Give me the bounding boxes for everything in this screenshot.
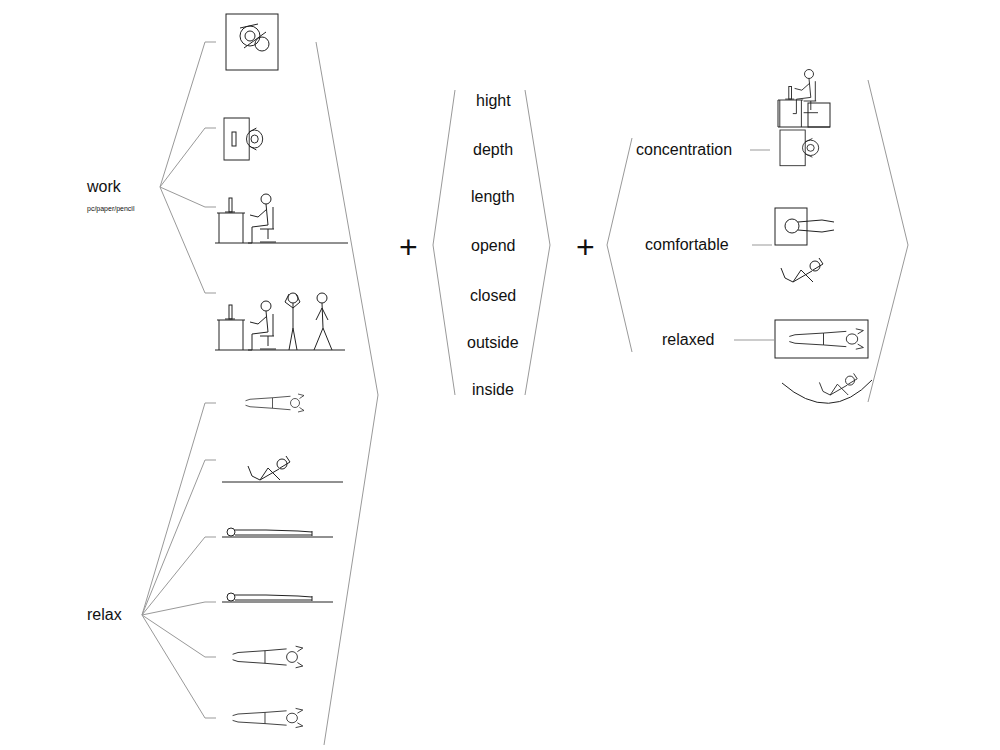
parameter-label: length (471, 188, 515, 206)
parameter-label: closed (470, 287, 516, 305)
parameter-label: opend (471, 237, 516, 255)
leader-lines (734, 150, 774, 340)
parameter-label: outside (467, 334, 519, 352)
parameter-label: depth (473, 141, 513, 159)
parameter-label: hight (476, 92, 511, 110)
category-label: relax (87, 606, 122, 624)
work-figures (215, 14, 348, 350)
sub-label: pc/paper/pencil (87, 205, 134, 213)
plus-sign: + (576, 229, 595, 266)
brackets (316, 42, 908, 745)
plus-sign: + (399, 229, 418, 266)
category-label: work (87, 178, 121, 196)
mood-label: comfortable (645, 236, 729, 254)
mood-label: concentration (636, 141, 732, 159)
mood-label: relaxed (662, 331, 714, 349)
relax-figures (222, 394, 343, 728)
parameter-label: inside (472, 381, 514, 399)
mood-figures (775, 70, 872, 404)
branch-lines (142, 42, 216, 718)
